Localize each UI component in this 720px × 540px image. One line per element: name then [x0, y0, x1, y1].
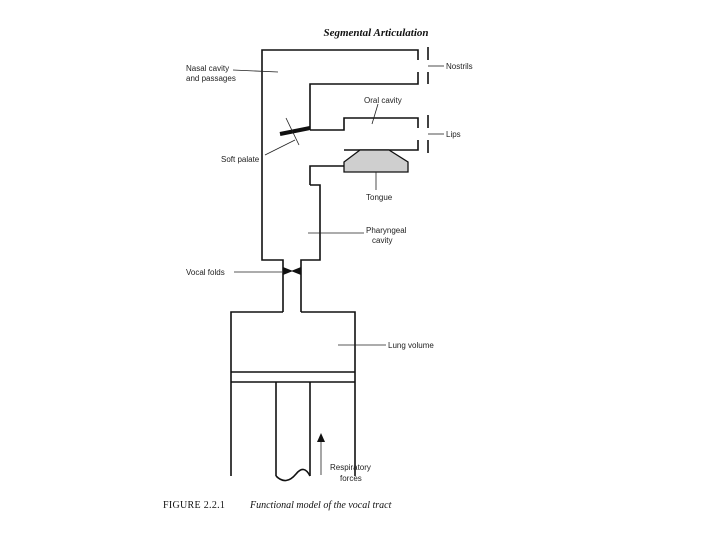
oral-cavity-outline: [310, 115, 429, 153]
label-tongue: Tongue: [366, 193, 393, 202]
label-soft-palate: Soft palate: [221, 155, 260, 164]
leader-nasal: [232, 69, 279, 73]
nasal-cavity-outline: [261, 47, 429, 183]
label-lung-volume: Lung volume: [388, 341, 434, 350]
leader-oral: [371, 103, 379, 125]
vocal-folds: [283, 267, 301, 275]
label-nasal-cavity: Nasal cavity: [186, 64, 229, 73]
label-lips: Lips: [446, 130, 461, 139]
tongue-shape: [309, 149, 409, 185]
label-nostrils: Nostrils: [446, 62, 473, 71]
piston-rod: [275, 382, 311, 482]
label-nasal-passages: and passages: [186, 74, 236, 83]
label-vocal-folds: Vocal folds: [186, 268, 225, 277]
label-oral-cavity: Oral cavity: [364, 96, 402, 105]
label-pharyngeal: Pharyngeal: [366, 226, 407, 235]
pharyngeal-cavity-outline: [261, 183, 321, 312]
figure-number: FIGURE 2.2.1: [163, 500, 225, 511]
label-respiratory: Respiratory: [330, 463, 371, 472]
leader-soft-palate: [264, 139, 296, 156]
soft-palate: [279, 117, 311, 146]
page-header: Segmental Articulation: [323, 27, 428, 39]
label-respiratory-forces: forces: [340, 474, 362, 483]
figure-caption: Functional model of the vocal tract: [249, 500, 392, 511]
respiratory-forces-arrow: [317, 433, 325, 475]
label-pharyngeal-cavity: cavity: [372, 236, 392, 245]
lung-volume-outline: [230, 311, 356, 476]
